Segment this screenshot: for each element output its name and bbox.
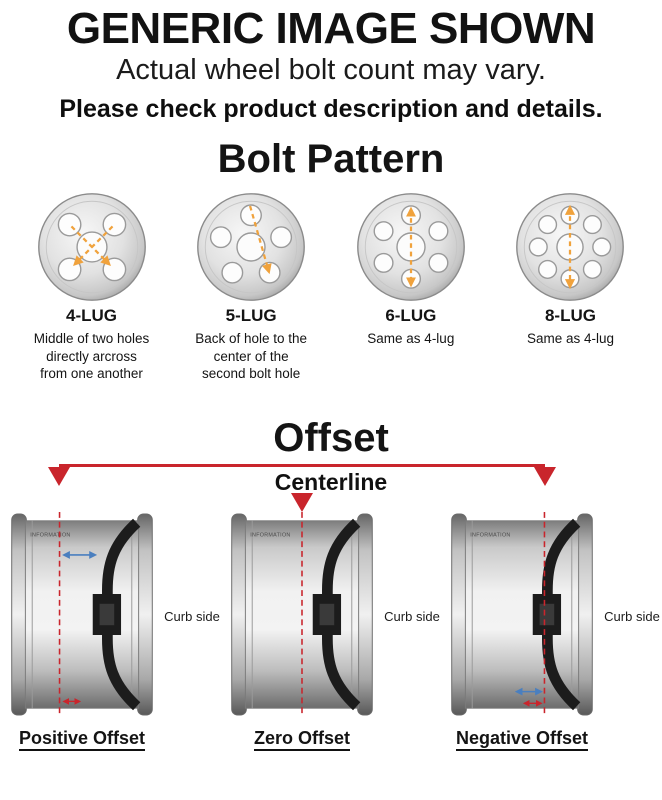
center-bore	[236, 232, 266, 262]
page-title: GENERIC IMAGE SHOWN	[66, 4, 596, 53]
centerline-marker-triangle-icon	[534, 467, 556, 487]
lug-item-5: 5-LUG Back of hole to the center of the …	[174, 191, 329, 382]
lug-label: 6-LUG	[385, 306, 437, 326]
rim-lip	[137, 513, 153, 716]
positive-offset-diagram: INFORMATION	[0, 512, 164, 720]
lug-label: 5-LUG	[225, 306, 277, 326]
lug-label: 8-LUG	[544, 306, 596, 326]
lug-item-6: 6-LUG Same as 4-lug	[333, 191, 488, 382]
wheel-5-lug-icon	[197, 193, 306, 302]
centerline-marker-triangle-icon	[48, 467, 70, 487]
wheel-cross-section-zero: INFORMATION	[231, 512, 373, 718]
measurement-lines	[249, 205, 272, 275]
bolt-pattern-section: Bolt Pattern 4-LUG Middle of two holes d…	[0, 137, 662, 382]
rim-fine-print: INFORMATION	[250, 532, 290, 538]
lug-row: 4-LUG Middle of two holes directly arcro…	[0, 181, 662, 382]
disclaimer-note: Please check product description and det…	[59, 94, 603, 123]
zero-offset-label-cell: Zero Offset	[220, 728, 384, 752]
positive-offset-label: Positive Offset	[18, 728, 146, 752]
offset-section: Offset Centerline INFORMATION	[0, 416, 662, 752]
offset-labels-row: Positive Offset Zero Offset Negative Off…	[0, 728, 662, 752]
rim-lip	[231, 513, 247, 716]
wheel-8-lug-icon	[516, 193, 625, 302]
wheel-cross-section-positive: INFORMATION	[11, 512, 153, 718]
rim-lip	[451, 513, 467, 716]
lug-item-4: 4-LUG Middle of two holes directly arcro…	[14, 191, 169, 382]
lug-description: Middle of two holes directly arcross fro…	[33, 331, 150, 381]
lug-description: Back of hole to the center of the second…	[195, 331, 308, 381]
curb-side-label: Curb side	[164, 608, 220, 624]
negative-offset-label: Negative Offset	[455, 728, 589, 752]
wheel-4-lug-icon	[37, 193, 146, 302]
wheel-cross-section-negative: INFORMATION	[451, 512, 593, 718]
rim-lip	[357, 513, 373, 716]
rim-lip	[577, 513, 593, 716]
centerline-bar	[59, 464, 545, 468]
lug-description: Same as 4-lug	[367, 331, 455, 347]
wheel-6-lug-icon	[356, 193, 465, 302]
offset-title: Offset	[273, 416, 389, 461]
rim-fine-print: INFORMATION	[470, 532, 510, 538]
rim-fine-print: INFORMATION	[30, 532, 70, 538]
lug-item-8: 8-LUG Same as 4-lug	[493, 191, 648, 382]
header: GENERIC IMAGE SHOWN Actual wheel bolt co…	[0, 0, 662, 123]
rim-lip	[11, 513, 27, 716]
curb-side-label: Curb side	[604, 608, 660, 624]
center-bore	[556, 233, 585, 262]
negative-offset-label-cell: Negative Offset	[440, 728, 604, 752]
centerline-marker-triangle-icon	[291, 493, 313, 513]
zero-offset-label: Zero Offset	[253, 728, 350, 752]
zero-offset-diagram: INFORMATION	[220, 512, 384, 720]
lug-description: Same as 4-lug	[526, 331, 614, 347]
offset-diagram-row: INFORMATION Curb side INFORMATION Cur	[0, 512, 662, 720]
measurement-lines	[70, 225, 113, 267]
positive-offset-label-cell: Positive Offset	[0, 728, 164, 752]
negative-offset-diagram: INFORMATION	[440, 512, 604, 720]
curb-side-label: Curb side	[384, 608, 440, 624]
centerline-area: Centerline	[0, 462, 662, 513]
bolt-pattern-title: Bolt Pattern	[217, 137, 445, 182]
lug-label: 4-LUG	[66, 306, 117, 326]
lug-holes	[210, 204, 293, 284]
subtitle: Actual wheel bolt count may vary.	[116, 54, 546, 87]
centerline-label: Centerline	[274, 469, 388, 496]
